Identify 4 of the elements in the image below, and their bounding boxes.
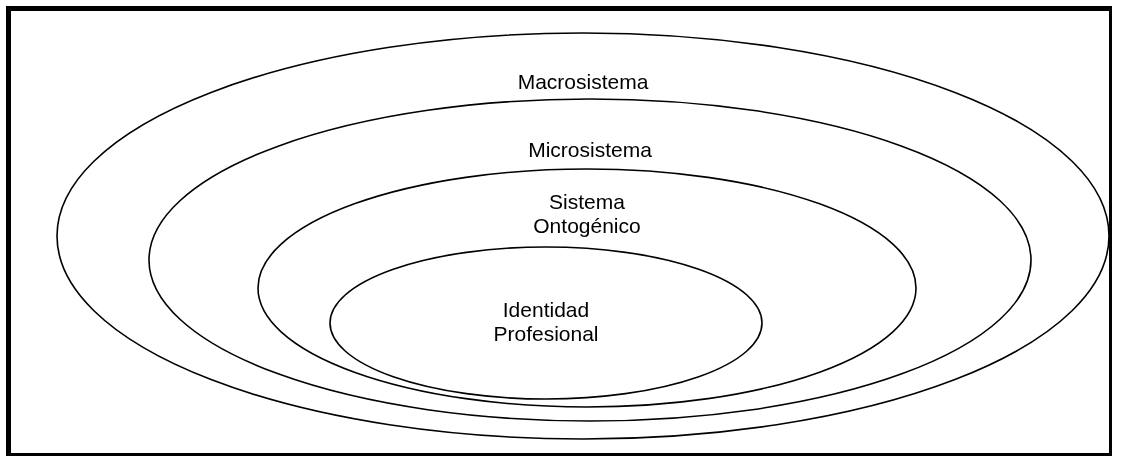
layer-label: Identidad Profesional	[492, 298, 600, 346]
layer-label: Sistema Ontogénico	[532, 190, 642, 238]
layer-label: Macrosistema	[517, 70, 649, 94]
layer-label: Microsistema	[528, 138, 652, 162]
